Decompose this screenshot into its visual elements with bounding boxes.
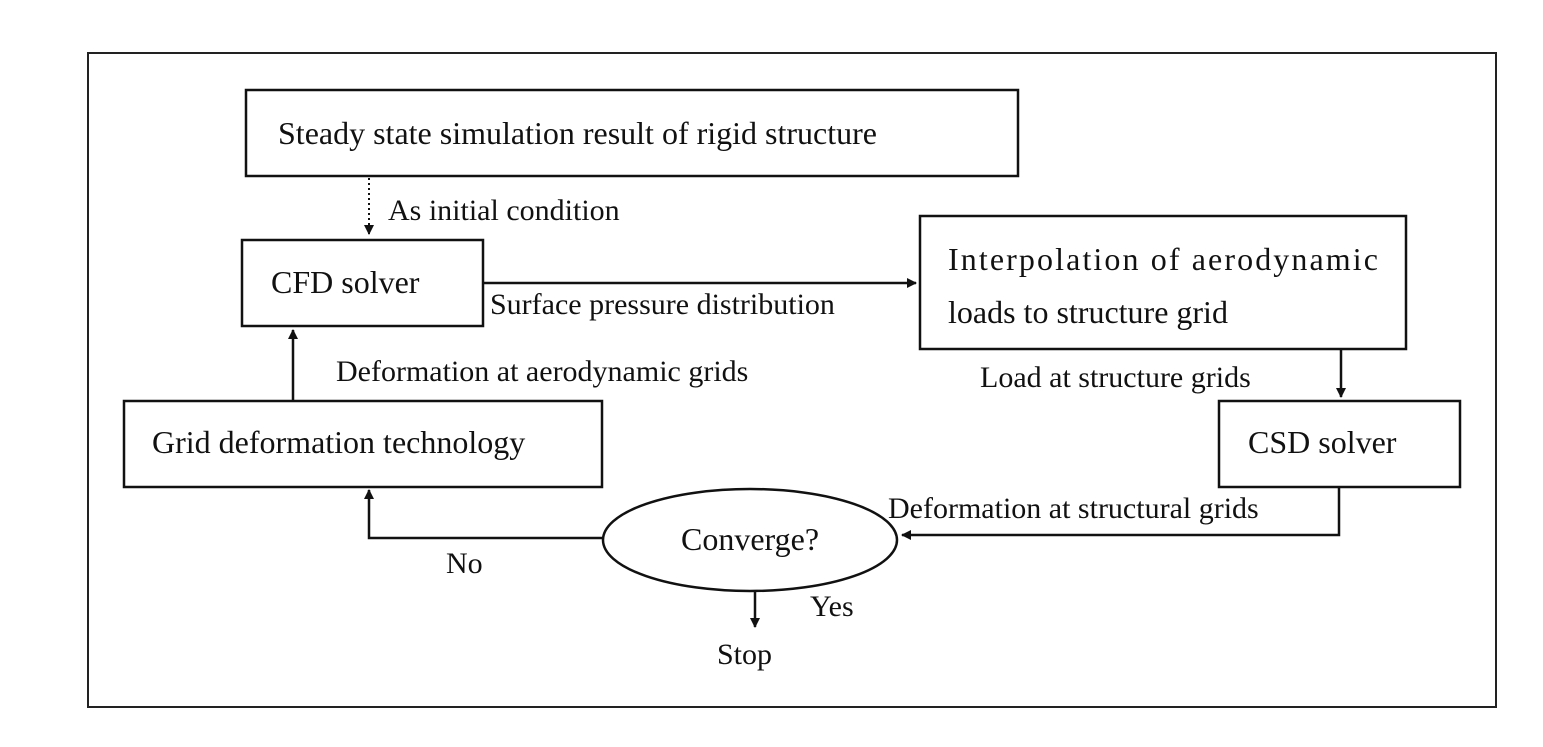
initial-condition-label: As initial condition — [388, 194, 620, 227]
surface-pressure-label: Surface pressure distribution — [490, 288, 835, 321]
steady-state-box — [244, 88, 1020, 178]
grid-deformation-box — [122, 399, 604, 489]
cfd-solver-label: CFD solver — [271, 264, 420, 300]
converge-label: Converge? — [681, 521, 819, 557]
load-structure-label: Load at structure grids — [980, 361, 1251, 394]
no-label: No — [446, 547, 483, 580]
csd-solver-label: CSD solver — [1248, 424, 1397, 460]
grid-deformation-label: Grid deformation technology — [152, 424, 525, 460]
converge-decision — [601, 487, 899, 593]
deformation-aero-label: Deformation at aerodynamic grids — [336, 355, 748, 388]
interpolation-label-line2: loads to structure grid — [948, 294, 1228, 330]
no-arrow — [364, 489, 603, 540]
interpolation-box — [918, 214, 1408, 351]
yes-label: Yes — [810, 590, 854, 623]
interpolation-label-line1: Interpolation of aerodynamic — [948, 241, 1378, 277]
deformation-structural-arrow — [901, 487, 1341, 540]
diagram-frame — [87, 52, 1497, 708]
cfd-solver-box — [240, 238, 485, 328]
steady-state-label: Steady state simulation result of rigid … — [278, 115, 877, 151]
stop-label: Stop — [717, 638, 772, 671]
csd-solver-box — [1217, 399, 1462, 489]
deformation-structural-label: Deformation at structural grids — [888, 492, 1259, 525]
